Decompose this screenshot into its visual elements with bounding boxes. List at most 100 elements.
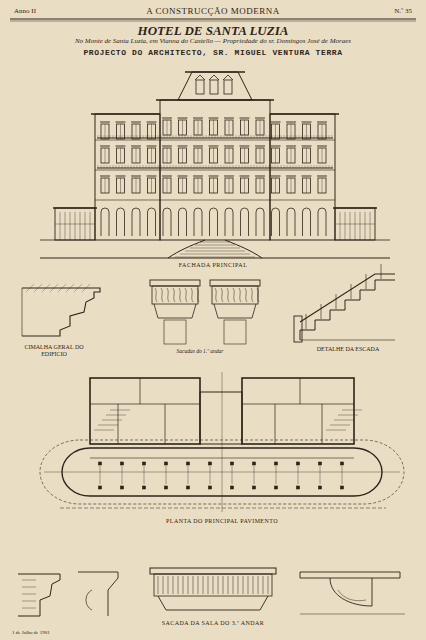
outline: [253, 486, 256, 489]
stroke: [338, 415, 358, 416]
stroke: [296, 135, 297, 138]
stroke: [355, 212, 356, 240]
stroke: [366, 274, 367, 289]
outline: [275, 462, 278, 465]
stroke: [302, 146, 312, 147]
stroke: [116, 122, 126, 123]
stroke: [162, 146, 172, 147]
stroke: [136, 178, 137, 193]
stroke: [167, 148, 168, 163]
outline: [22, 288, 100, 336]
stroke: [300, 614, 405, 615]
outline: [167, 288, 169, 302]
stroke: [314, 135, 315, 138]
stroke: [271, 176, 281, 177]
stroke: [271, 122, 281, 123]
stroke: [82, 284, 90, 292]
outline: [210, 120, 218, 135]
stroke: [74, 284, 82, 292]
outline: [148, 178, 156, 193]
outline: [210, 178, 218, 193]
stroke: [180, 254, 250, 255]
outline: [319, 462, 322, 465]
stroke: [342, 410, 362, 411]
stroke: [185, 165, 186, 168]
outline: [132, 148, 140, 163]
outline: [121, 462, 124, 465]
stroke: [213, 120, 214, 135]
stroke: [242, 404, 354, 405]
stroke: [104, 165, 105, 168]
stroke: [182, 148, 183, 163]
outline: [191, 288, 193, 302]
stroke: [110, 135, 111, 138]
stroke: [323, 135, 324, 138]
stroke: [275, 135, 276, 138]
stroke: [140, 165, 141, 168]
outline: [117, 124, 125, 139]
stroke: [60, 212, 61, 240]
stroke: [272, 165, 273, 168]
outline: [148, 208, 156, 236]
stroke: [179, 165, 180, 168]
stroke: [248, 135, 249, 138]
stroke: [317, 165, 318, 168]
outline: [179, 178, 187, 193]
stroke: [212, 165, 213, 168]
stroke: [254, 165, 255, 168]
stroke: [365, 212, 366, 240]
stroke: [286, 176, 296, 177]
stroke: [162, 176, 172, 177]
stroke: [329, 135, 330, 138]
stroke: [323, 165, 324, 168]
stroke: [209, 165, 210, 168]
stroke: [116, 135, 117, 138]
stroke: [163, 576, 164, 594]
stroke: [95, 170, 335, 171]
outline: [121, 486, 124, 489]
stroke: [360, 212, 361, 240]
stroke: [258, 576, 259, 594]
stroke: [22, 288, 23, 336]
stroke: [113, 165, 114, 168]
stroke: [193, 118, 203, 119]
stroke: [227, 135, 228, 138]
stroke: [238, 576, 239, 594]
stroke: [107, 165, 108, 168]
stroke: [95, 140, 335, 141]
stroke: [179, 135, 180, 138]
stroke: [284, 165, 285, 168]
outline: [95, 114, 160, 240]
stroke: [275, 178, 276, 193]
stroke: [197, 165, 198, 168]
stroke: [278, 165, 279, 168]
stroke: [332, 135, 333, 138]
stroke: [90, 212, 91, 240]
stroke: [322, 124, 323, 139]
stroke: [326, 430, 346, 431]
outline: [221, 288, 223, 302]
stroke: [248, 165, 249, 168]
stroke: [306, 178, 307, 193]
outline: [318, 148, 326, 163]
drawing-label: No Monte de Santa Luzia, em Vianna do Ca…: [75, 38, 351, 46]
stroke: [131, 122, 141, 123]
stroke: [182, 135, 183, 138]
stroke: [122, 135, 123, 138]
stroke: [218, 576, 219, 594]
stroke: [229, 120, 230, 135]
outline: [225, 240, 262, 258]
stroke: [168, 576, 169, 594]
stroke: [98, 165, 99, 168]
stroke: [330, 425, 350, 426]
stroke: [263, 576, 264, 594]
stroke: [116, 176, 126, 177]
stroke: [22, 608, 36, 609]
outline: [224, 80, 232, 94]
stroke: [98, 135, 99, 138]
stroke: [266, 135, 267, 138]
stroke: [260, 135, 261, 138]
stroke: [146, 165, 147, 168]
stroke: [300, 340, 395, 341]
